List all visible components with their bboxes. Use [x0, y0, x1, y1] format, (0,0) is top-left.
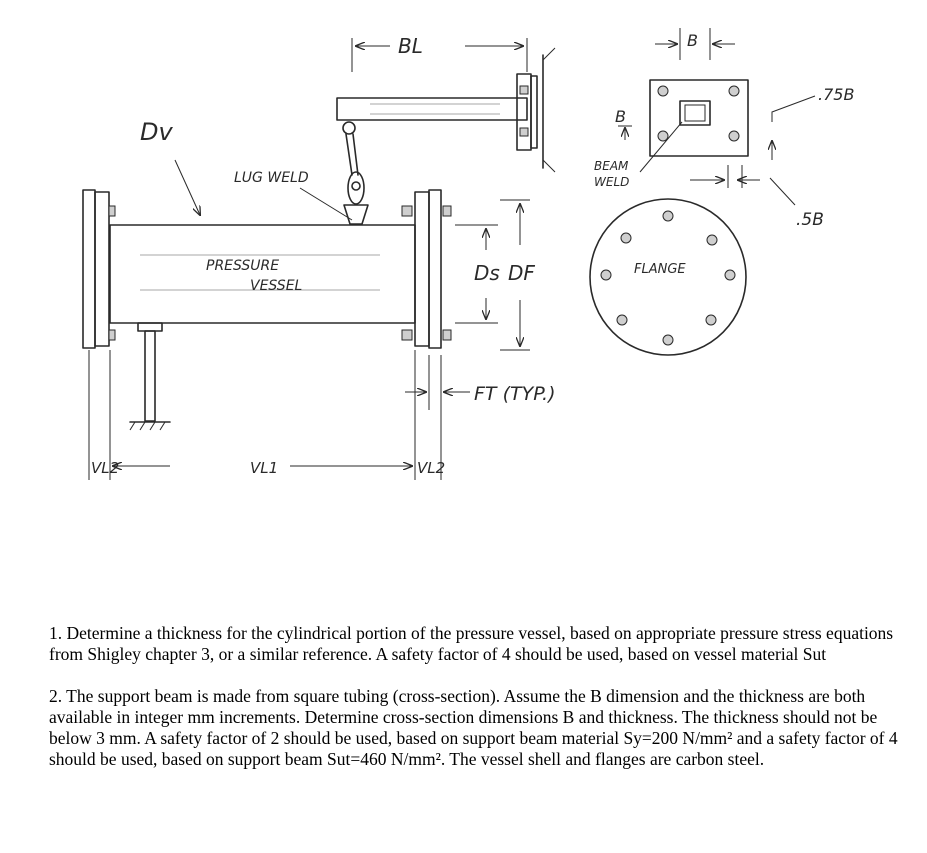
support-beam [336, 47, 556, 173]
pressure-vessel-body: PRESSURE VESSEL [109, 224, 416, 324]
ft-dimension: FT (TYP.) [405, 355, 556, 410]
dv-label: Dv [140, 118, 173, 146]
vessel-label-line1: PRESSURE [206, 258, 279, 274]
question-2: 2. The support beam is made from square … [49, 686, 898, 769]
bl-dimension: BL [351, 34, 528, 72]
p75b-label: .75B [818, 85, 854, 104]
lug-shackle [342, 121, 369, 225]
beam-weld-label-line1: BEAM [594, 159, 629, 173]
beam-end-plate-detail: B B .75B BEAM WELD .5B [594, 28, 854, 230]
ds-df-dimension: Ds DF [455, 199, 535, 351]
beam-weld-label-line2: WELD [594, 175, 629, 189]
question-1: 1. Determine a thickness for the cylindr… [49, 623, 894, 664]
ft-label: FT (TYP.) [474, 383, 556, 405]
bl-label: BL [398, 34, 423, 58]
vl2-left-label: VL2 [91, 459, 119, 477]
p5b-label: .5B [796, 210, 824, 230]
flange-detail: FLANGE [589, 198, 747, 356]
vl1-label: VL1 [250, 459, 278, 477]
b-side-label: B [615, 107, 626, 126]
right-flange [401, 189, 452, 349]
pressure-vessel-sketch: BL Dv LUG WELD PRESSURE VESSEL [82, 28, 854, 480]
left-flange [82, 189, 116, 349]
vessel-label-line2: VESSEL [250, 278, 302, 294]
flange-label: FLANGE [634, 262, 686, 277]
ds-label: Ds [474, 261, 500, 285]
support-leg [129, 322, 171, 431]
df-label: DF [508, 261, 535, 285]
lug-weld-label: LUG WELD [234, 170, 309, 186]
question-list: 1. Determine a thickness for the cylindr… [49, 623, 909, 791]
vessel-length-dimensions: VL2 VL1 VL2 [88, 350, 445, 480]
b-top-label: B [687, 31, 698, 50]
vl2-right-label: VL2 [417, 459, 445, 477]
